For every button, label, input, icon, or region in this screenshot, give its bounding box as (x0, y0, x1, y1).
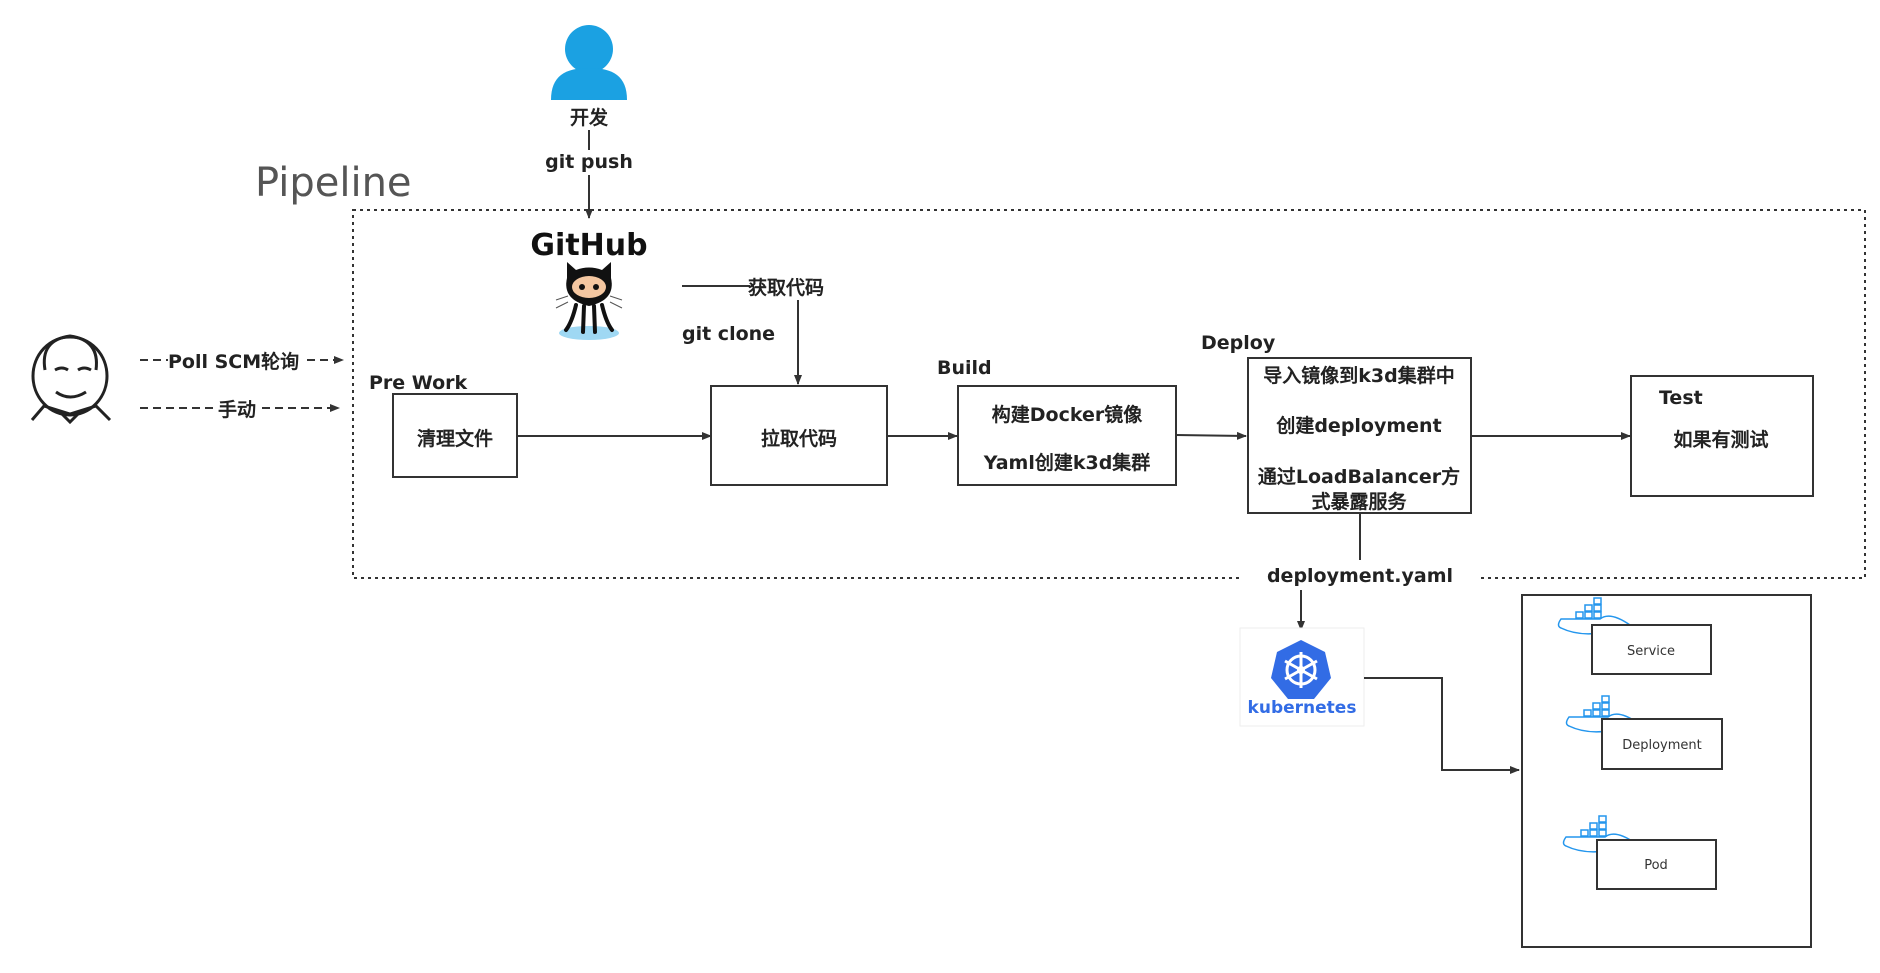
pipeline-boundary (352, 209, 1866, 579)
docker-whale-icon (1565, 695, 1640, 733)
docker-whale-icon (1562, 815, 1637, 853)
k8s-to-resources-arrow (1364, 677, 1520, 774)
build-to-deploy-arrow (1175, 431, 1247, 440)
deploy-step-3-line1: 通过LoadBalancer方 (1258, 465, 1460, 488)
pod-box (1596, 839, 1717, 890)
pipeline-title: Pipeline (255, 160, 412, 206)
poll-scm-label: Poll SCM轮询 (168, 350, 299, 373)
build-box (957, 385, 1177, 486)
resource-service: Service (1627, 644, 1675, 659)
git-push-label: git push (545, 151, 633, 173)
build-step-2: Yaml创建k3d集群 (983, 451, 1151, 474)
deploy-title: Deploy (1201, 332, 1276, 354)
service-box (1591, 624, 1712, 675)
build-step-1: 构建Docker镜像 (992, 403, 1143, 426)
manual-label: 手动 (218, 398, 256, 421)
developer-label: 开发 (570, 106, 609, 129)
deploy-box (1247, 357, 1472, 514)
person-icon (551, 25, 627, 100)
fetch-step: 拉取代码 (761, 427, 837, 450)
kubernetes-wheel-icon (1239, 627, 1365, 727)
deployment-yaml-label: deployment.yaml (1267, 565, 1453, 587)
github-octocat-icon (555, 262, 623, 340)
build-title: Build (937, 357, 992, 379)
test-title: Test (1659, 387, 1703, 409)
prework-step: 清理文件 (417, 427, 493, 450)
kubernetes-label: kubernetes (1248, 698, 1357, 718)
fetch-box (710, 385, 888, 486)
test-step: 如果有测试 (1673, 428, 1768, 451)
resource-pod: Pod (1644, 858, 1668, 873)
prework-box (392, 393, 518, 478)
test-box (1630, 375, 1814, 497)
deploy-step-3-line2: 式暴露服务 (1311, 490, 1407, 513)
prework-title: Pre Work (369, 372, 468, 394)
git-clone-label: git clone (682, 323, 775, 345)
github-logo-text: GitHub (530, 228, 647, 263)
resource-deployment: Deployment (1622, 738, 1702, 753)
jenkins-butler-icon (30, 334, 112, 425)
deploy-step-2: 创建deployment (1275, 414, 1441, 437)
docker-whale-icon (1557, 597, 1632, 635)
deployment-box (1601, 718, 1723, 770)
fetch-code-label: 获取代码 (748, 276, 824, 299)
yaml-label-bg (1242, 560, 1478, 590)
deploy-step-1: 导入镜像到k3d集群中 (1263, 364, 1454, 387)
